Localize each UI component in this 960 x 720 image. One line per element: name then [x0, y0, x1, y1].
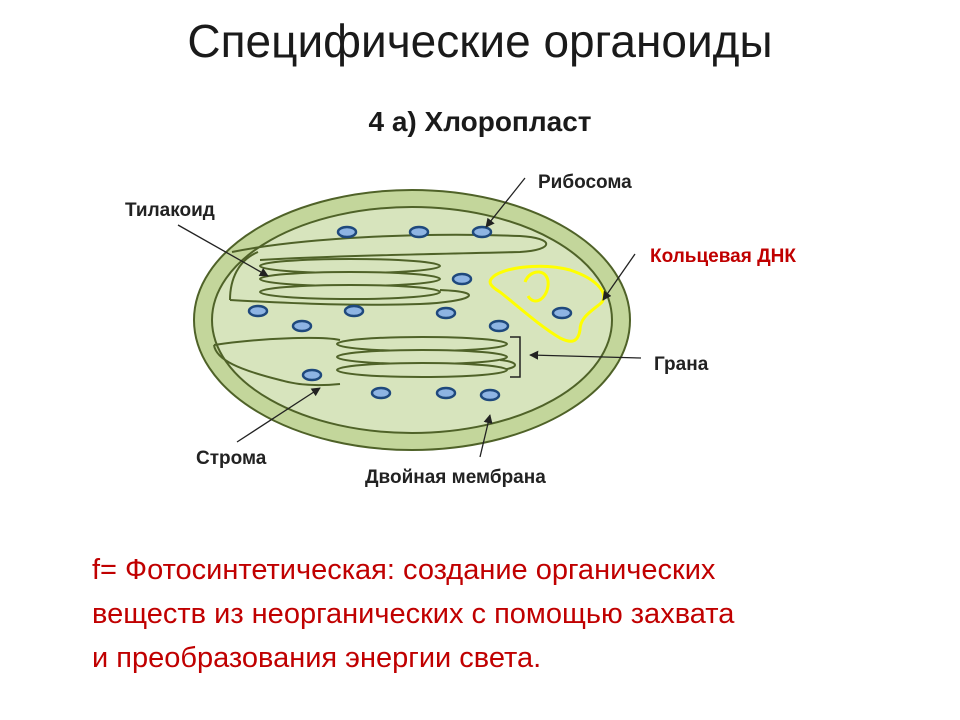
ribosome: [370, 386, 392, 400]
pointer-arrows: [177, 177, 642, 458]
ribosome: [435, 386, 457, 400]
slide-title: Специфические органоиды: [187, 15, 773, 67]
ribosome: [551, 306, 573, 320]
upper-grana-disc: [259, 284, 441, 300]
description-line: f= Фотосинтетическая: создание органичес…: [92, 554, 716, 586]
lower-grana-disc: [336, 362, 508, 378]
arrow-double-membrane: [479, 414, 493, 458]
ribosome: [451, 272, 473, 286]
description-line: веществ из неорганических с помощью захв…: [92, 598, 735, 630]
arrow-stroma: [236, 387, 321, 443]
grana-bracket: [510, 336, 521, 378]
ribosome: [301, 368, 323, 382]
label-double-membrane: Двойная мембрана: [365, 467, 546, 488]
lower-grana-disc: [336, 349, 508, 365]
arrow-ribosome: [485, 177, 526, 228]
slide-subtitle: 4 а) Хлоропласт: [368, 106, 592, 137]
label-stroma: Строма: [196, 448, 267, 469]
arrow-thylakoid: [177, 224, 269, 277]
ribosomes: [247, 225, 573, 402]
upper-grana-disc: [259, 258, 441, 274]
upper-grana-disc: [259, 271, 441, 287]
inner-membrane: [211, 206, 613, 434]
ribosome: [479, 388, 501, 402]
ribosome: [408, 225, 430, 239]
label-ring-dna: Кольцевая ДНК: [650, 246, 796, 267]
ribosome: [291, 319, 313, 333]
ribosome: [488, 319, 510, 333]
label-thylakoid: Тилакоид: [125, 200, 215, 221]
function-description: f= Фотосинтетическая: создание органичес…: [92, 548, 892, 680]
ribosome: [471, 225, 493, 239]
ribosome: [336, 225, 358, 239]
ribosome: [343, 304, 365, 318]
label-grana: Грана: [654, 354, 709, 375]
label-ribosome: Рибосома: [538, 172, 632, 193]
arrow-ring-dna: [602, 253, 636, 301]
ring-dna: [488, 264, 606, 343]
ribosome: [435, 306, 457, 320]
upper-thylakoid: [229, 233, 548, 306]
lower-grana-disc: [336, 336, 508, 352]
description-line: и преобразования энергии света.: [92, 642, 542, 674]
ribosome: [247, 304, 269, 318]
arrow-grana: [529, 350, 642, 360]
